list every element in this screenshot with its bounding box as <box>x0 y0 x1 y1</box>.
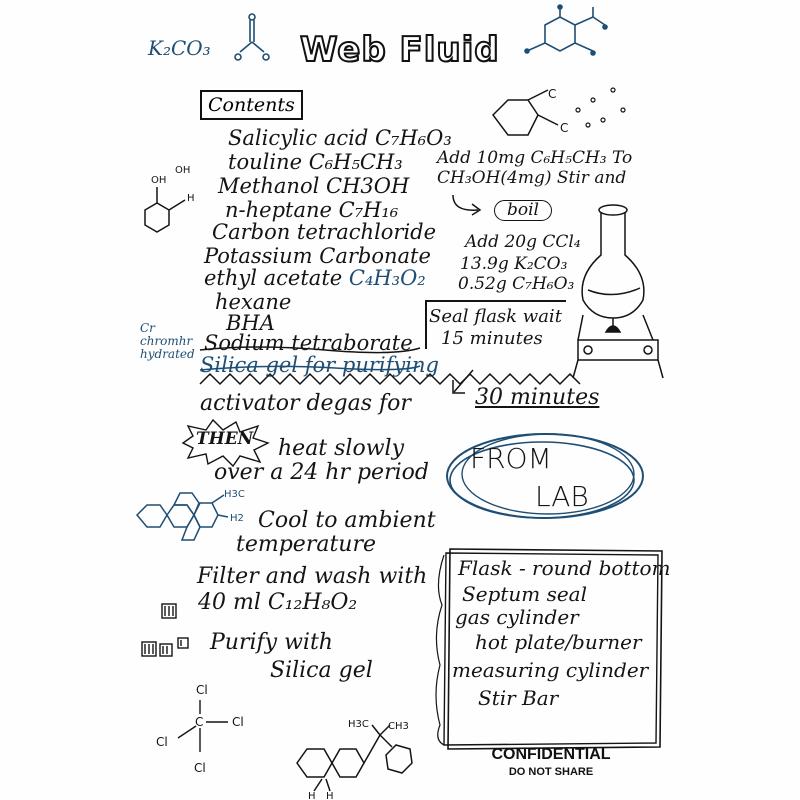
scribble-boxes-icon <box>141 603 189 657</box>
zigzag-divider <box>199 372 581 386</box>
svg-text:C: C <box>548 87 556 101</box>
ingredient-item: Potassium Carbonate <box>204 244 431 268</box>
step-boil: boil <box>494 200 552 221</box>
contents-label: Contents <box>200 90 303 120</box>
ingredient-item: n-heptane C₇H₁₆ <box>225 198 399 222</box>
equipment-item: Septum seal <box>462 582 587 606</box>
step-add-2-line: 0.52g C₇H₆O₃ <box>458 274 575 294</box>
ingredient-item: Carbon tetrachloride <box>212 220 437 244</box>
step-add-2-line: Add 20g CCl₄ <box>465 232 581 252</box>
cyclohexane-structure-icon: C C <box>492 87 626 136</box>
equipment-box-frame <box>435 548 663 750</box>
equipment-item: hot plate/burner <box>475 630 642 654</box>
svg-text:H: H <box>308 791 316 800</box>
svg-text:H: H <box>326 791 334 800</box>
svg-text:OH: OH <box>151 175 166 186</box>
side-note: Cr chromhr hydrated <box>140 321 195 362</box>
svg-text:Cl: Cl <box>196 683 208 697</box>
from-lab-line: LAB <box>535 480 589 513</box>
svg-text:CH3: CH3 <box>388 721 409 732</box>
ingredient-item: Methanol CH3OH <box>218 174 410 198</box>
salicylic-structure-icon: OH OH H <box>144 165 195 233</box>
page-title: Web Fluid <box>299 29 500 71</box>
equipment-item: gas cylinder <box>455 605 579 629</box>
step-add-2-line: 13.9g K₂CO₃ <box>460 254 568 274</box>
step-seal-flask: Seal flask wait 15 minutes <box>425 300 566 350</box>
ingredient-item: ethyl acetate C₄H₃O₂ <box>204 266 426 290</box>
ingredient-item: hexane <box>215 290 292 314</box>
ingredient-item: BHA <box>226 311 275 335</box>
flask-burner-icon <box>572 204 664 379</box>
from-lab-line: FROM <box>470 442 552 475</box>
step-seal-line: 15 minutes <box>441 327 543 349</box>
arrow-down-icon <box>452 369 474 394</box>
svg-text:C: C <box>195 715 203 729</box>
svg-text:Cl: Cl <box>156 735 168 749</box>
step-heat-line: over a 24 hr period <box>214 460 429 485</box>
polycyclic-structure-icon: H3C H2 <box>135 489 245 541</box>
formula-k2co3: K₂CO₃ <box>148 36 211 60</box>
carbonate-structure-icon <box>234 13 270 61</box>
step-purify-line: Silica gel <box>270 658 373 683</box>
ingredient-item: touline C₆H₅CH₃ <box>228 150 403 174</box>
step-30-minutes: 30 minutes <box>475 385 600 410</box>
step-seal-line: Seal flask wait <box>429 306 562 327</box>
arrow-icon <box>452 194 482 216</box>
then-label: THEN <box>196 429 254 449</box>
svg-text:H2: H2 <box>230 513 244 524</box>
step-filter-line: 40 ml C₁₂H₈O₂ <box>198 590 358 615</box>
step-activator: activator degas for <box>200 391 411 416</box>
then-burst-icon <box>181 418 270 468</box>
aromatic-molecule-icon <box>524 4 608 56</box>
step-heat-line: heat slowly <box>278 436 405 461</box>
equipment-item: Stir Bar <box>478 686 559 710</box>
svg-text:OH: OH <box>175 165 190 176</box>
equipment-item: Flask - round bottom <box>458 556 671 580</box>
confidential-label: CONFIDENTIAL <box>491 746 611 763</box>
svg-text:C: C <box>560 121 568 135</box>
step-purify-line: Purify with <box>210 630 333 655</box>
strike-scribble <box>199 346 421 371</box>
svg-text:H: H <box>187 193 195 204</box>
step-cool-line: Cool to ambient <box>258 508 436 533</box>
do-not-share-label: DO NOT SHARE <box>508 766 594 778</box>
from-lab-circle <box>446 433 644 519</box>
svg-text:H3C: H3C <box>348 719 369 730</box>
ingredient-item: Salicylic acid C₇H₆O₃ <box>228 126 452 150</box>
step-cool-line: temperature <box>236 532 377 557</box>
svg-text:Cl: Cl <box>232 715 244 729</box>
svg-text:H3C: H3C <box>224 489 245 500</box>
ingredient-item: Sodium tetraborate <box>204 331 413 355</box>
svg-text:Cl: Cl <box>194 761 206 775</box>
step-add-methanol: Add 10mg C₆H₅CH₃ To CH₃OH(4mg) Stir and <box>437 148 633 189</box>
equipment-item: measuring cylinder <box>452 658 649 682</box>
step-filter-line: Filter and wash with <box>197 564 428 589</box>
